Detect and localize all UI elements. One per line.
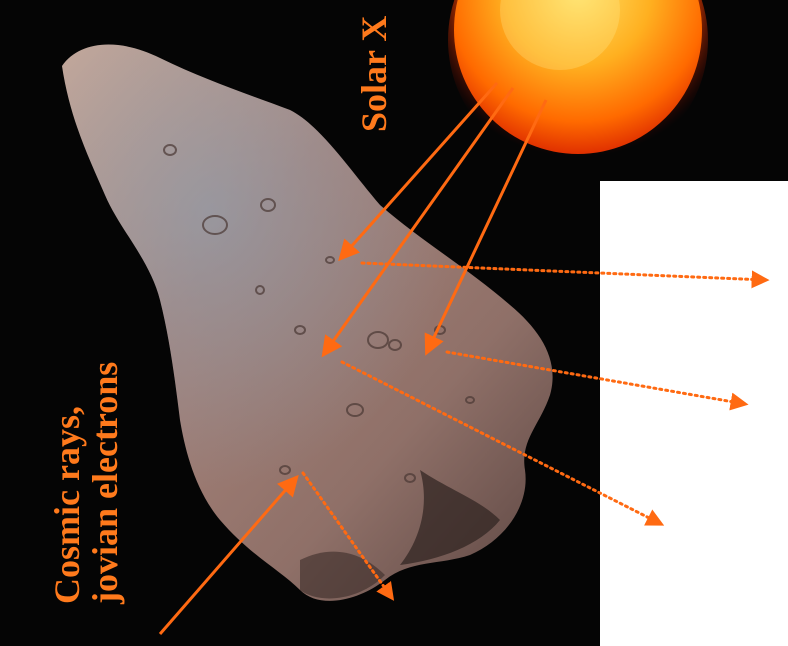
cosmic-rays-label-line1: Cosmic rays, <box>48 362 86 604</box>
white-panel <box>600 181 788 646</box>
solar-x-rays-label: Solar X <box>355 16 393 132</box>
cosmic-rays-label-line2: jovian electrons <box>86 362 124 604</box>
cosmic-rays-label: Cosmic rays, jovian electrons <box>48 362 124 604</box>
